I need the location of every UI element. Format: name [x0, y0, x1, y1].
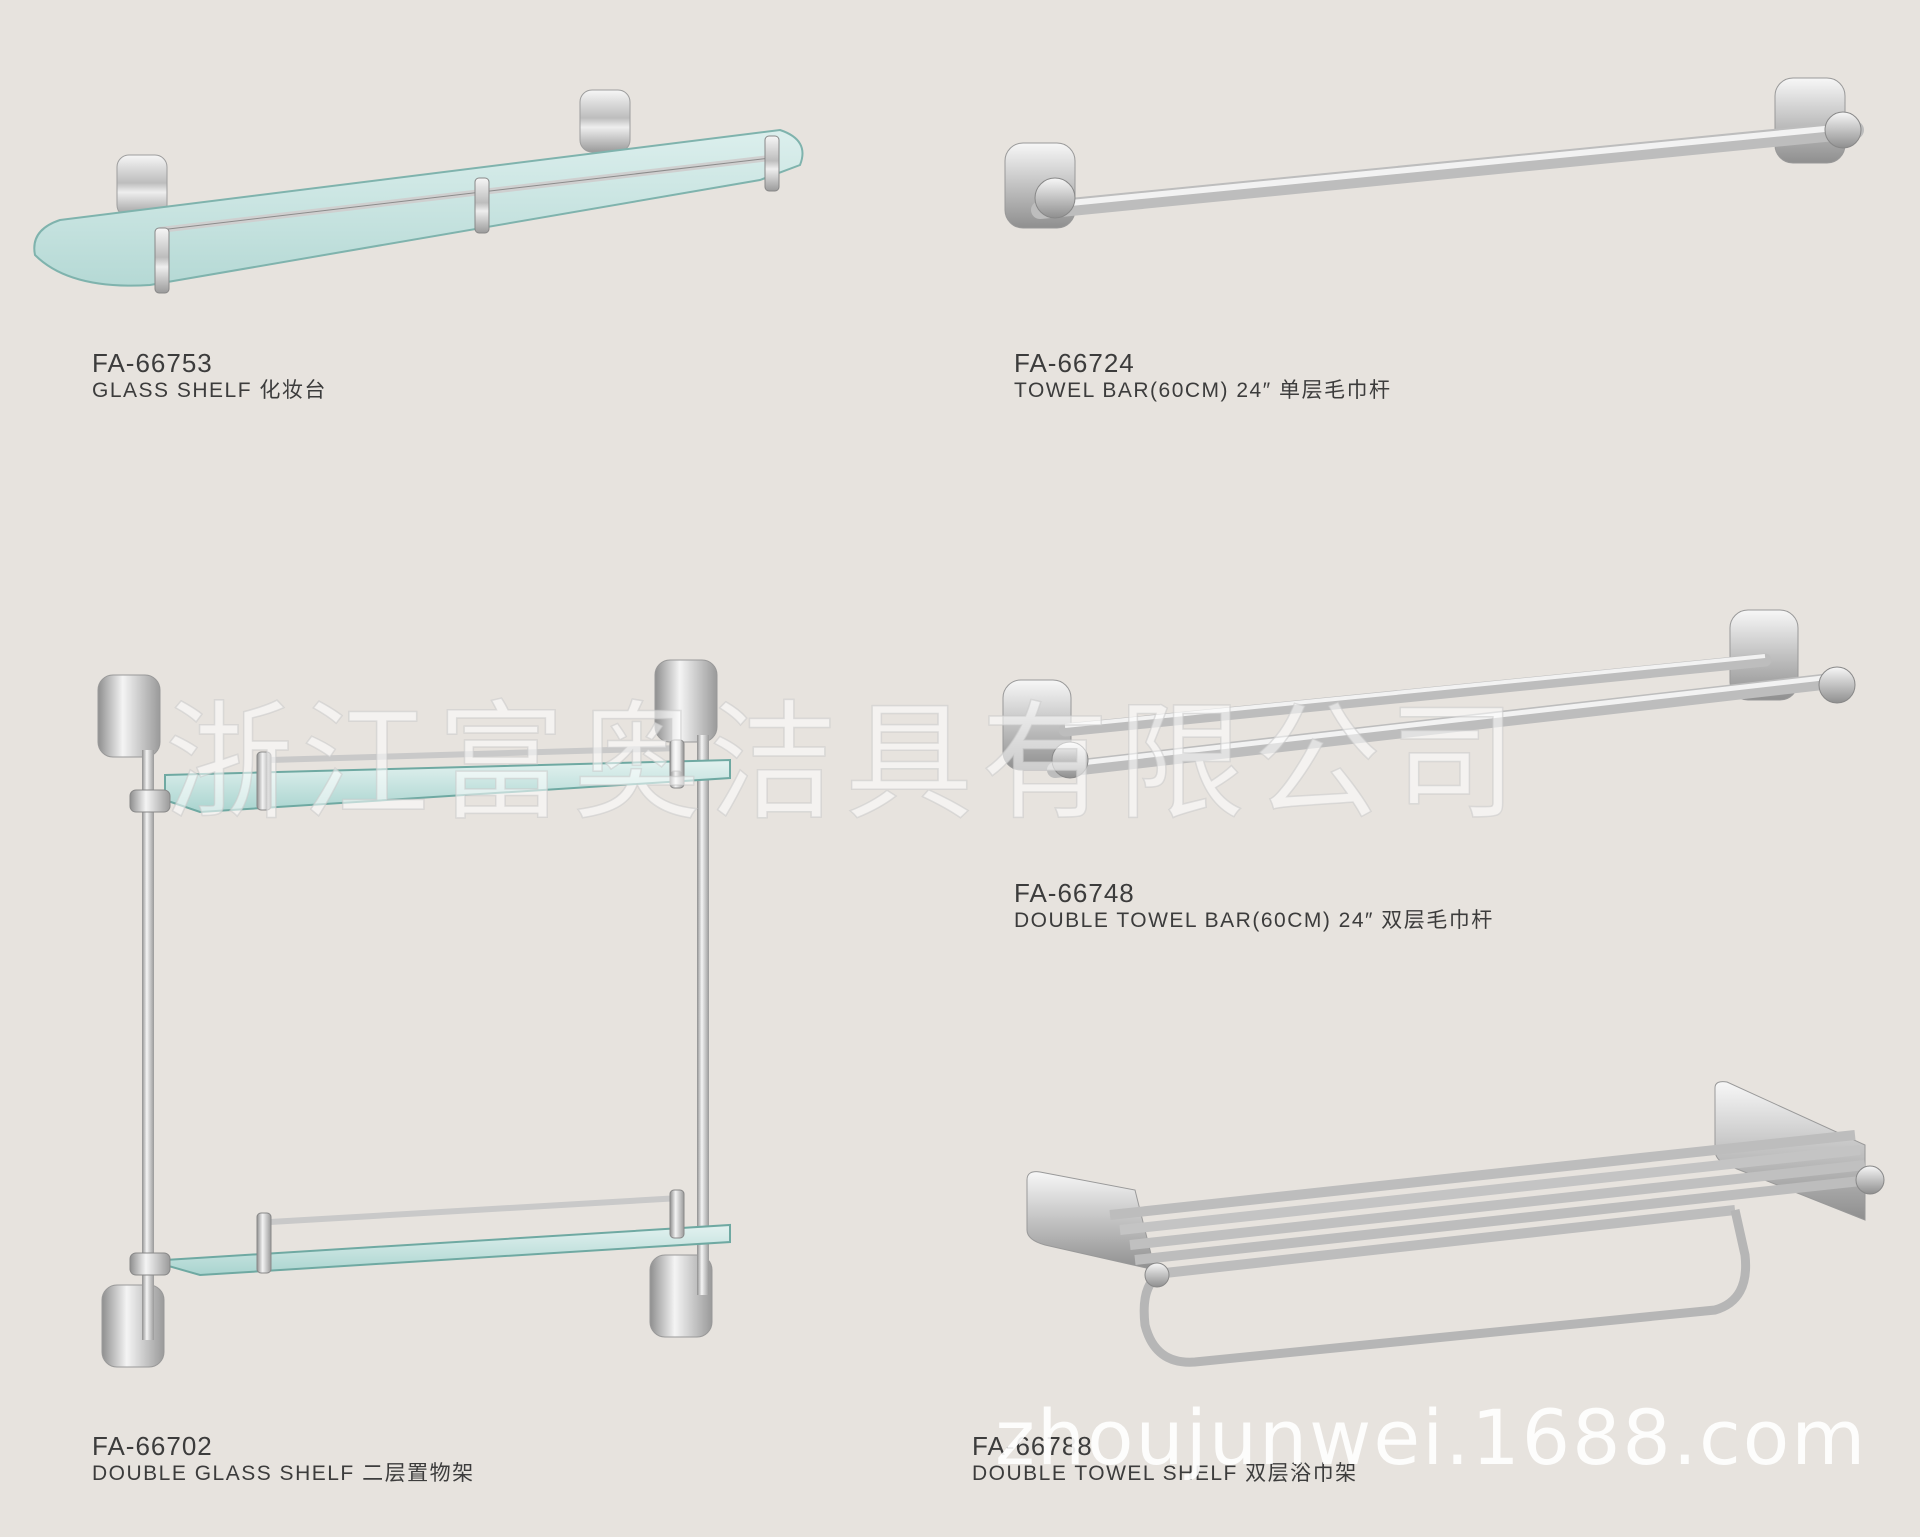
- product-name: DOUBLE TOWEL BAR(60CM) 24″ 双层毛巾杆: [1014, 909, 1494, 932]
- towel-bar-caption: FA-66724 TOWEL BAR(60CM) 24″ 单层毛巾杆: [1014, 350, 1392, 401]
- double-towel-shelf-image: [1015, 1080, 1905, 1380]
- towel-bar-image: [995, 70, 1875, 260]
- product-code: FA-66753: [92, 348, 213, 378]
- product-name: TOWEL BAR(60CM) 24″ 单层毛巾杆: [1014, 379, 1392, 402]
- double-towel-bar-image: [995, 600, 1875, 800]
- product-code: FA-66702: [92, 1431, 213, 1461]
- glass-shelf-caption: FA-66753 GLASS SHELF 化妆台: [92, 350, 327, 401]
- product-name: DOUBLE TOWEL SHELF 双层浴巾架: [972, 1462, 1358, 1485]
- product-name: DOUBLE GLASS SHELF 二层置物架: [92, 1462, 475, 1485]
- url-watermark: zhoujunwei.1688.com: [995, 1393, 1868, 1482]
- product-code: FA-66724: [1014, 348, 1135, 378]
- product-code: FA-66748: [1014, 878, 1135, 908]
- company-watermark: 浙江富奥洁具有限公司: [164, 689, 1526, 838]
- glass-shelf-image: [20, 80, 820, 310]
- double-towel-shelf-caption: FA-66788 DOUBLE TOWEL SHELF 双层浴巾架: [972, 1433, 1358, 1484]
- product-code: FA-66788: [972, 1431, 1093, 1461]
- double-glass-shelf-image: [90, 650, 750, 1390]
- double-towel-bar-caption: FA-66748 DOUBLE TOWEL BAR(60CM) 24″ 双层毛巾…: [1014, 880, 1494, 931]
- product-name: GLASS SHELF 化妆台: [92, 379, 327, 402]
- double-glass-shelf-caption: FA-66702 DOUBLE GLASS SHELF 二层置物架: [92, 1433, 475, 1484]
